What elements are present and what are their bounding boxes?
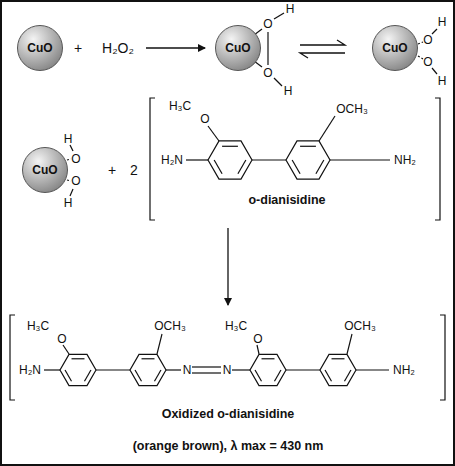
- benzene-ring: [320, 354, 356, 385]
- double-bond: [72, 358, 85, 359]
- double-bond: [238, 160, 246, 174]
- atom-label: 2: [130, 163, 138, 177]
- peroxo-bonds: [67, 13, 437, 196]
- compound-name: Oxidized o-dianisidine: [162, 408, 295, 421]
- benzene-ring: [60, 354, 96, 385]
- particle-label: CuO: [225, 41, 250, 55]
- atom-label: NH₂: [394, 154, 416, 166]
- double-bond: [135, 370, 141, 381]
- atom-label: H₃C: [27, 320, 49, 332]
- double-bond: [344, 370, 350, 381]
- atom-label: H₃C: [225, 320, 247, 332]
- atom-label: H: [64, 197, 73, 209]
- cuo-nanoparticle: CuO: [372, 25, 418, 71]
- double-bond: [262, 358, 275, 359]
- atom-label: O: [263, 18, 272, 30]
- double-bond: [332, 358, 345, 359]
- particle-label: CuO: [382, 41, 407, 55]
- particle-label: CuO: [27, 41, 52, 55]
- double-bond: [292, 160, 300, 174]
- atom-label: O: [71, 175, 80, 187]
- atom-label: O: [71, 153, 80, 165]
- atom-label: OCH₃: [154, 320, 186, 332]
- atom-label: N: [183, 364, 192, 376]
- atom-label: O: [253, 333, 262, 345]
- molecule-bonds: [10, 98, 445, 400]
- atom-label: H: [438, 75, 447, 87]
- double-bond: [325, 370, 331, 381]
- double-bond: [316, 160, 324, 174]
- atom-label: H₃C: [169, 100, 191, 112]
- double-bond: [255, 370, 261, 381]
- benzene-ring: [286, 141, 330, 179]
- reagent-formula: H₂O₂: [102, 41, 134, 55]
- benzene-ring: [130, 354, 166, 385]
- atom-label: H₂N: [19, 364, 41, 376]
- atom-label: O: [423, 34, 432, 46]
- double-bond: [214, 160, 222, 174]
- atom-label: NH₂: [393, 364, 415, 376]
- particle-label: CuO: [32, 163, 57, 177]
- benzene-ring: [250, 354, 286, 385]
- atom-label: H: [284, 85, 293, 97]
- double-bond: [142, 358, 155, 359]
- atom-label: H: [286, 3, 295, 15]
- atom-label: H: [438, 16, 447, 28]
- benzene-ring: [208, 141, 252, 179]
- double-bond: [274, 370, 280, 381]
- double-bond: [222, 146, 238, 147]
- atom-label: O: [263, 67, 272, 79]
- cuo-nanoparticle: CuO: [22, 147, 68, 193]
- atom-label: OCH₃: [336, 103, 368, 115]
- compound-name: (orange brown), λ max = 430 nm: [133, 440, 324, 453]
- atom-label: OCH₃: [344, 320, 376, 332]
- double-bond: [154, 370, 160, 381]
- atom-label: H₂N: [161, 154, 183, 166]
- double-bond: [300, 146, 316, 147]
- atom-label: H: [64, 133, 73, 145]
- double-bond: [84, 370, 90, 381]
- atom-label: +: [108, 163, 116, 177]
- atom-label: O: [423, 56, 432, 68]
- atom-label: O: [200, 113, 209, 125]
- cuo-nanoparticle: CuO: [215, 25, 261, 71]
- atom-label: N: [223, 364, 232, 376]
- cuo-nanoparticle: CuO: [17, 25, 63, 71]
- atom-label: O: [57, 333, 66, 345]
- compound-name: o-dianisidine: [248, 194, 325, 207]
- plus-sign: +: [74, 41, 82, 55]
- double-bond: [65, 370, 71, 381]
- reaction-arrows: [146, 40, 345, 305]
